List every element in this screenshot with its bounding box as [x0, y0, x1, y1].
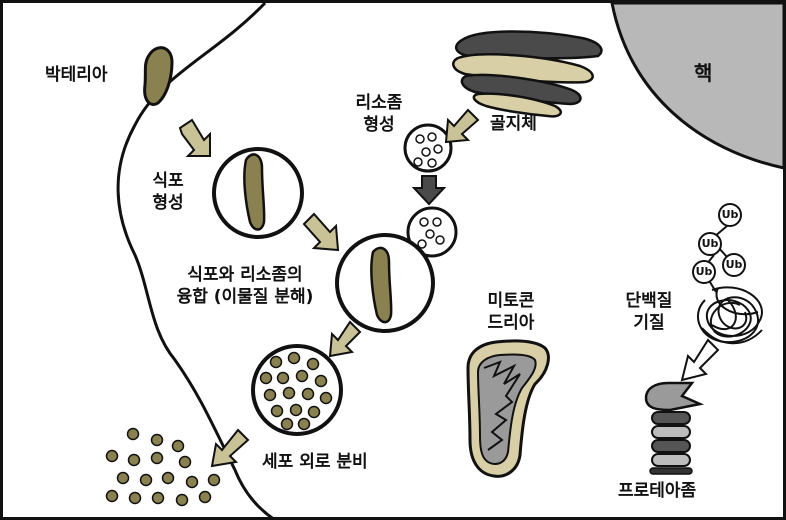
label-lysosome-formation: 리소좀 형성 — [344, 92, 414, 136]
label-protein-substrate: 단백질 기질 — [614, 290, 684, 334]
residual-vesicle — [253, 346, 341, 434]
golgi-stack — [453, 32, 601, 117]
label-fusion: 식포와 리소좀의 융합 (이물질 분해) — [150, 264, 340, 308]
arrow-bacteria-to-phagosome — [180, 120, 210, 156]
label-bacteria: 박테리아 — [45, 64, 108, 86]
arrow-lysosome-down — [414, 176, 444, 204]
ubiquitin-label-1: Ub — [718, 205, 742, 225]
label-phagosome-formation-line1: 식포 — [138, 170, 198, 192]
label-lysosome-formation-line2: 형성 — [344, 114, 414, 136]
secreted-particles — [107, 429, 220, 506]
protein-substrate-tangle — [698, 287, 762, 343]
nucleus-shape — [612, 3, 784, 168]
mitochondrion — [468, 341, 548, 476]
label-phagosome-formation-line2: 형성 — [138, 192, 198, 214]
label-proteasome: 프로테아좀 — [618, 480, 696, 502]
label-phagosome-formation: 식포 형성 — [138, 170, 198, 214]
phagolysosome — [337, 235, 433, 331]
label-nucleus: 핵 — [694, 62, 712, 84]
label-golgi: 골지체 — [490, 113, 537, 135]
cell-membrane — [118, 3, 275, 520]
bacteria-shape — [145, 48, 172, 105]
ubiquitin-label-2: Ub — [698, 234, 722, 254]
ubiquitin-label-3: Ub — [722, 255, 746, 275]
arrow-substrate-to-proteasome — [682, 340, 718, 380]
label-mitochondria-line1: 미토콘 — [476, 290, 546, 312]
proteasome — [646, 383, 700, 474]
ubiquitin-label-4: Ub — [692, 262, 716, 282]
label-lysosome-formation-line1: 리소좀 — [344, 92, 414, 114]
phagosome — [214, 149, 302, 237]
label-protein-substrate-line2: 기질 — [614, 312, 684, 334]
label-mitochondria: 미토콘 드리아 — [476, 290, 546, 334]
label-exocytosis: 세포 외로 분비 — [262, 451, 368, 473]
label-mitochondria-line2: 드리아 — [476, 312, 546, 334]
label-fusion-line1: 식포와 리소좀의 — [150, 264, 340, 286]
arrow-golgi-to-lysosome — [446, 110, 478, 142]
label-fusion-line2: 융합 (이물질 분해) — [150, 286, 340, 308]
label-protein-substrate-line1: 단백질 — [614, 290, 684, 312]
arrow-phagosome-to-fusion — [304, 214, 338, 250]
arrow-fusion-to-residual — [330, 322, 360, 356]
